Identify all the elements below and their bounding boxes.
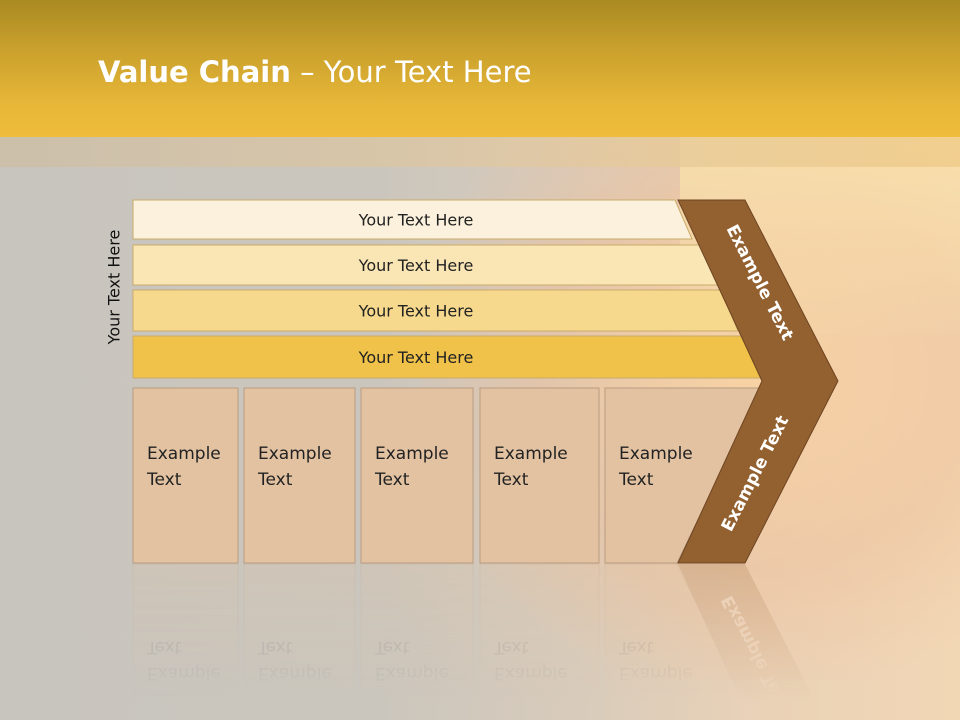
boxes-layer: ExampleTextExampleTextExampleTextExample… — [132, 387, 763, 564]
activity-box-line2: Text — [618, 470, 654, 490]
activity-box-line2: Text — [493, 470, 529, 490]
activity-box-shape — [604, 387, 763, 564]
activity-box-line1: Example — [494, 444, 568, 464]
activity-box-shape — [132, 387, 239, 564]
box-reflection: Example Text — [132, 563, 239, 720]
activity-box-line2: Text — [493, 637, 529, 657]
box-reflection: Example Text — [243, 563, 356, 720]
activity-box-line2: Text — [146, 470, 182, 490]
slide-title-rest: – Your Text Here — [290, 55, 532, 89]
mirrored-content: ExampleTextExampleTextExampleTextExample… — [132, 563, 825, 720]
activity-box-line2: Text — [374, 470, 410, 490]
chain-bar[interactable]: Your Text Here — [132, 289, 739, 332]
activity-box-shape — [243, 387, 356, 564]
activity-box-shape — [479, 387, 600, 564]
activity-box-line1: Example — [147, 663, 221, 683]
activity-box-line1: Example — [619, 444, 693, 464]
diagram-reflection: ExampleTextExampleTextExampleTextExample… — [132, 563, 825, 720]
chain-bar-label: Your Text Here — [358, 348, 474, 367]
activity-box-line2: Text — [257, 637, 293, 657]
activity-box-line1: Example — [494, 663, 568, 683]
activity-box-shape — [360, 563, 474, 720]
chain-bar-label: Your Text Here — [358, 256, 474, 275]
activity-box-line1: Example — [375, 663, 449, 683]
header-band — [0, 137, 960, 167]
chevron-reflection — [678, 564, 825, 720]
chain-bar-shape — [132, 199, 693, 240]
activity-box-shape — [243, 563, 356, 720]
box-reflection: Example Text — [604, 563, 754, 720]
activity-box-shape — [360, 387, 474, 564]
activity-box-line1: Example — [258, 444, 332, 464]
activity-box-line1: Example — [619, 663, 693, 683]
chain-bar-label: Your Text Here — [358, 302, 474, 321]
slide-title[interactable]: Value Chain – Your Text Here — [98, 55, 532, 89]
activity-box-line1: Example — [147, 444, 221, 464]
slide-title-bold: Value Chain — [98, 55, 291, 89]
activity-box-line2: Text — [257, 470, 293, 490]
chain-bar[interactable]: Your Text Here — [132, 244, 720, 286]
activity-box-shape — [479, 563, 600, 720]
activity-box-line2: Text — [618, 637, 654, 657]
activity-box-line1: Example — [258, 663, 332, 683]
activity-box-shape — [132, 563, 239, 720]
activity-box-line2: Text — [146, 637, 182, 657]
chevron-shape — [677, 199, 839, 564]
box-reflection: Example Text — [479, 563, 600, 720]
box-reflection: Example Text — [360, 563, 474, 720]
activity-box-line2: Text — [374, 637, 410, 657]
chain-bar[interactable]: Your Text Here — [132, 199, 693, 240]
chain-bar-label: Your Text Here — [358, 211, 474, 230]
chain-bar-shape — [132, 289, 739, 332]
activity-box-shape — [604, 563, 754, 720]
chain-bar[interactable]: Your Text Here — [132, 335, 764, 379]
title-header-bar — [0, 0, 960, 137]
activity-box-line1: Example — [375, 444, 449, 464]
